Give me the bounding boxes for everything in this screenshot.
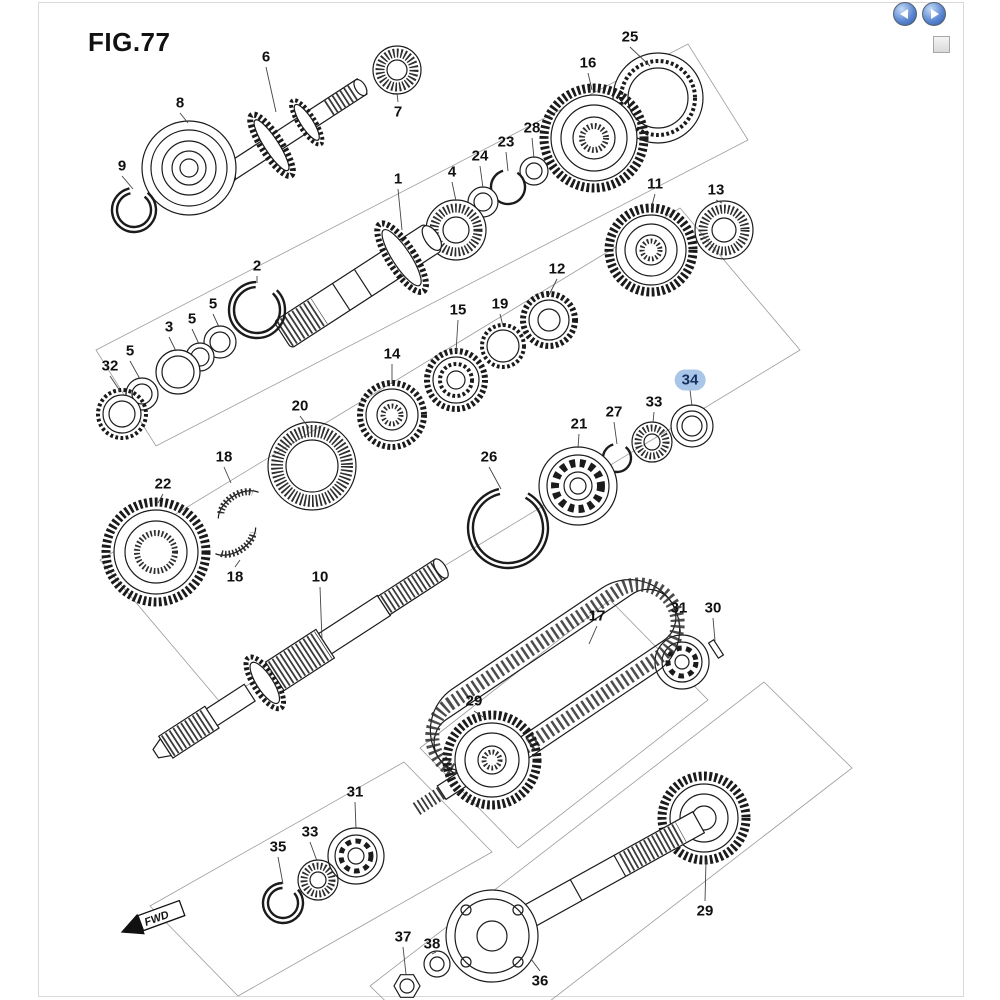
part-label-34-highlighted[interactable]: 34 (674, 369, 706, 391)
part-label-13[interactable]: 13 (707, 181, 725, 199)
part-label-29[interactable]: 29 (465, 692, 483, 710)
part-label-23[interactable]: 23 (497, 133, 515, 151)
corner-widget-icon[interactable] (933, 36, 950, 53)
part-label-5[interactable]: 5 (125, 342, 135, 360)
ring-3 (155, 349, 201, 395)
part-label-15[interactable]: 15 (449, 301, 467, 319)
needle-cage-18b (215, 527, 257, 558)
part-label-22[interactable]: 22 (154, 475, 172, 493)
part-label-9[interactable]: 9 (117, 157, 127, 175)
part-label-31[interactable]: 31 (670, 599, 688, 617)
forward-button[interactable] (922, 2, 946, 26)
part-label-33[interactable]: 33 (645, 393, 663, 411)
part-label-10[interactable]: 10 (311, 568, 329, 586)
part-label-19[interactable]: 19 (491, 295, 509, 313)
part-label-32[interactable]: 32 (101, 357, 119, 375)
fwd-marker: FWD (120, 899, 186, 935)
sprocket-29a (412, 710, 542, 815)
part-label-5[interactable]: 5 (187, 310, 197, 328)
part-label-4[interactable]: 4 (447, 163, 457, 181)
needle-bearing-33a (631, 421, 673, 463)
part-label-6[interactable]: 6 (261, 48, 271, 66)
counter-shaft-6 (219, 78, 368, 184)
clutch-gear-16 (539, 83, 649, 193)
part-label-16[interactable]: 16 (579, 54, 597, 72)
part-label-29[interactable]: 29 (696, 902, 714, 920)
circlip-26 (466, 486, 550, 570)
snap-ring-2 (227, 280, 287, 340)
ring-gear-25 (612, 52, 704, 144)
part-label-1[interactable]: 1 (393, 170, 403, 188)
part-label-28[interactable]: 28 (523, 119, 541, 137)
part-label-2[interactable]: 2 (252, 257, 262, 275)
bearing-8 (141, 120, 237, 216)
nut-37 (393, 974, 421, 998)
part-label-17[interactable]: 17 (588, 607, 606, 625)
pin-30 (707, 638, 725, 660)
part-label-24[interactable]: 24 (471, 147, 489, 165)
part-label-31[interactable]: 31 (346, 783, 364, 801)
arrow-left-icon (900, 9, 908, 19)
part-label-18[interactable]: 18 (215, 448, 233, 466)
snap-ring-35 (261, 881, 305, 925)
part-label-12[interactable]: 12 (548, 260, 566, 278)
back-button[interactable] (893, 2, 917, 26)
needle-cage-18a (217, 488, 259, 519)
chain-17 (425, 577, 685, 783)
part-label-8[interactable]: 8 (175, 94, 185, 112)
synchro-ring-19 (480, 323, 526, 369)
part-label-30[interactable]: 30 (704, 599, 722, 617)
snap-ring-9 (110, 186, 158, 234)
output-shaft-36 (490, 810, 706, 946)
needle-bearing-33b (297, 859, 339, 901)
figure-title: FIG.77 (88, 27, 171, 57)
main-shaft-1 (274, 220, 443, 348)
part-label-5[interactable]: 5 (208, 295, 218, 313)
output-shaft-10 (152, 558, 449, 759)
part-label-27[interactable]: 27 (605, 403, 623, 421)
part-label-35[interactable]: 35 (269, 838, 287, 856)
flange-36 (445, 889, 539, 983)
needle-bearing-13 (694, 200, 754, 260)
part-label-21[interactable]: 21 (570, 415, 588, 433)
needle-cage-20 (267, 421, 357, 511)
arrow-right-icon (931, 9, 939, 19)
gear-14 (357, 380, 427, 450)
part-label-20[interactable]: 20 (291, 397, 309, 415)
part-label-25[interactable]: 25 (621, 28, 639, 46)
part-label-11[interactable]: 11 (647, 175, 663, 193)
nav-buttons (893, 2, 946, 26)
part-label-14[interactable]: 14 (383, 345, 401, 363)
part-label-38[interactable]: 38 (423, 935, 441, 953)
lock-washer-32 (96, 388, 148, 440)
part-label-36[interactable]: 36 (531, 972, 549, 990)
hub-22 (101, 497, 211, 607)
ball-bearing-31b (327, 827, 385, 885)
washer-38 (423, 950, 451, 978)
part-label-33[interactable]: 33 (301, 823, 319, 841)
part-label-18[interactable]: 18 (226, 568, 244, 586)
part-label-26[interactable]: 26 (480, 448, 498, 466)
part-label-37[interactable]: 37 (394, 928, 412, 946)
part-label-3[interactable]: 3 (164, 318, 174, 336)
part-label-7[interactable]: 7 (393, 103, 403, 121)
